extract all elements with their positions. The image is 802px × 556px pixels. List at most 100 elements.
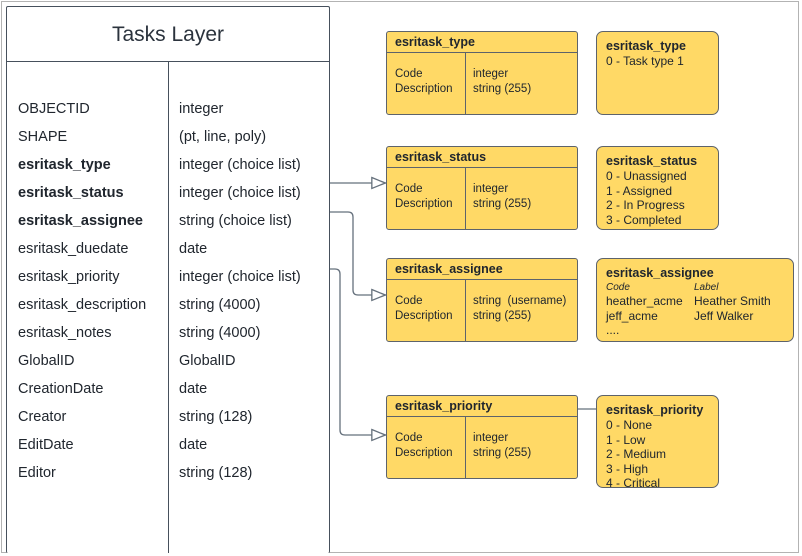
field-type: (pt, line, poly) (179, 129, 267, 145)
field-name: OBJECTID (18, 101, 90, 117)
table-row[interactable]: esritask_notes string (4000) (7, 319, 329, 347)
page-title: Tasks Layer (7, 7, 329, 62)
table-row[interactable]: esritask_priority integer (choice list) (7, 263, 329, 291)
field-type: integer (choice list) (179, 157, 301, 173)
field-name: esritask_notes (18, 325, 112, 341)
assignee-label: Jeff Walker (694, 308, 754, 323)
field-type: string (choice list) (179, 213, 292, 229)
value-list-title: esritask_status (606, 154, 698, 168)
value-list-item: 0 - None (606, 418, 653, 432)
field-type: date (179, 241, 208, 257)
assignee-table: Code Label heather_acme Heather Smith je… (606, 281, 785, 338)
assignee-header-row: Code Label (606, 281, 785, 294)
domain-field-types: string (username) string (255) (473, 295, 567, 322)
field-type: date (179, 437, 208, 453)
assignee-code: heather_acme (606, 294, 683, 308)
domain-table-title: esritask_priority (387, 396, 577, 417)
value-list-title: esritask_assignee (606, 266, 714, 280)
field-type: string (4000) (179, 325, 261, 341)
table-row[interactable]: CreationDate date (7, 375, 329, 403)
field-name: Creator (18, 409, 67, 425)
field-name: esritask_type (18, 157, 111, 173)
value-list-item: 4 - Critical (606, 476, 661, 490)
table-row[interactable]: esritask_assignee string (choice list) (7, 207, 329, 235)
domain-table-body: Code Description integer string (255) (387, 168, 577, 229)
assignee-code: jeff_acme (606, 308, 658, 323)
domain-table-esritask-status[interactable]: esritask_status Code Description integer… (386, 146, 578, 230)
field-type: integer (choice list) (179, 185, 301, 201)
domain-field-names: Code Description (395, 68, 453, 95)
value-list-esritask-type[interactable]: esritask_type 0 - Task type 1 (596, 31, 719, 115)
field-type: string (128) (179, 409, 253, 425)
domain-table-esritask-assignee[interactable]: esritask_assignee Code Description strin… (386, 258, 578, 342)
value-list-item: 0 - Unassigned (606, 169, 687, 183)
value-list-item: 1 - Low (606, 432, 646, 447)
domain-table-body: Code Description integer string (255) (387, 53, 577, 114)
table-row[interactable]: Editor string (128) (7, 459, 329, 487)
table-row[interactable]: esritask_duedate date (7, 235, 329, 263)
table-row[interactable]: SHAPE (pt, line, poly) (7, 123, 329, 151)
table-row[interactable]: Creator string (128) (7, 403, 329, 431)
assignee-label-header: Label (694, 282, 719, 293)
table-row: heather_acme Heather Smith (606, 294, 785, 309)
domain-field-types: integer string (255) (473, 183, 532, 210)
tasks-layer-fields: OBJECTID integer SHAPE (pt, line, poly) … (7, 62, 329, 553)
field-name: esritask_duedate (18, 241, 129, 257)
assignee-code-header: Code (606, 282, 630, 293)
column-divider (168, 62, 169, 553)
domain-table-title: esritask_type (387, 32, 577, 53)
column-divider (465, 417, 466, 478)
field-type: string (128) (179, 465, 253, 481)
value-list-esritask-priority[interactable]: esritask_priority 0 - None 1 - Low 2 - M… (596, 395, 719, 490)
domain-table-title: esritask_status (387, 147, 577, 168)
field-name: GlobalID (18, 353, 75, 369)
value-list-esritask-status[interactable]: esritask_status 0 - Unassigned 1 - Assig… (596, 146, 719, 230)
field-name: esritask_description (18, 297, 147, 313)
table-row[interactable]: esritask_status integer (choice list) (7, 179, 329, 207)
value-list-item: 2 - Medium (606, 447, 667, 461)
column-divider (465, 280, 466, 341)
field-name: CreationDate (18, 381, 104, 397)
field-type: string (4000) (179, 297, 261, 313)
value-list-title: esritask_type (606, 39, 686, 53)
field-type: date (179, 381, 208, 397)
domain-field-names: Code Description (395, 295, 453, 322)
domain-table-esritask-type[interactable]: esritask_type Code Description integer s… (386, 31, 578, 115)
domain-table-esritask-priority[interactable]: esritask_priority Code Description integ… (386, 395, 578, 479)
table-row[interactable]: esritask_description string (4000) (7, 291, 329, 319)
domain-table-body: Code Description string (username) strin… (387, 280, 577, 341)
table-row[interactable]: esritask_type integer (choice list) (7, 151, 329, 179)
tasks-layer-entity[interactable]: Tasks Layer OBJECTID integer SHAPE (pt, … (6, 6, 330, 553)
table-row[interactable]: EditDate date (7, 431, 329, 459)
field-type: GlobalID (179, 353, 236, 369)
column-divider (465, 53, 466, 114)
value-list-item: 2 - In Progress (606, 198, 685, 212)
assignee-label: Heather Smith (694, 294, 771, 308)
value-list-item: 0 - Task type 1 (606, 54, 684, 68)
table-row: jeff_acme Jeff Walker (606, 309, 785, 324)
field-type: integer (choice list) (179, 269, 301, 285)
domain-field-types: integer string (255) (473, 432, 532, 459)
field-name: Editor (18, 465, 56, 481)
field-name: esritask_status (18, 185, 124, 201)
field-name: esritask_priority (18, 269, 120, 285)
domain-field-names: Code Description (395, 183, 453, 210)
table-row[interactable]: OBJECTID integer (7, 95, 329, 123)
value-list-item: 1 - Assigned (606, 183, 673, 198)
table-row[interactable]: GlobalID GlobalID (7, 347, 329, 375)
field-name: SHAPE (18, 129, 68, 145)
field-row-list: OBJECTID integer SHAPE (pt, line, poly) … (7, 95, 329, 487)
value-list-title: esritask_priority (606, 403, 704, 417)
field-name: esritask_assignee (18, 213, 143, 229)
field-type: integer (179, 101, 224, 117)
value-list-esritask-assignee[interactable]: esritask_assignee Code Label heather_acm… (596, 258, 794, 342)
field-name: EditDate (18, 437, 74, 453)
domain-field-types: integer string (255) (473, 68, 532, 95)
domain-table-title: esritask_assignee (387, 259, 577, 280)
domain-table-body: Code Description integer string (255) (387, 417, 577, 478)
domain-field-names: Code Description (395, 432, 453, 459)
assignee-code-ellipsis: .... (606, 323, 620, 337)
column-divider (465, 168, 466, 229)
value-list-item: 3 - Completed (606, 212, 682, 227)
